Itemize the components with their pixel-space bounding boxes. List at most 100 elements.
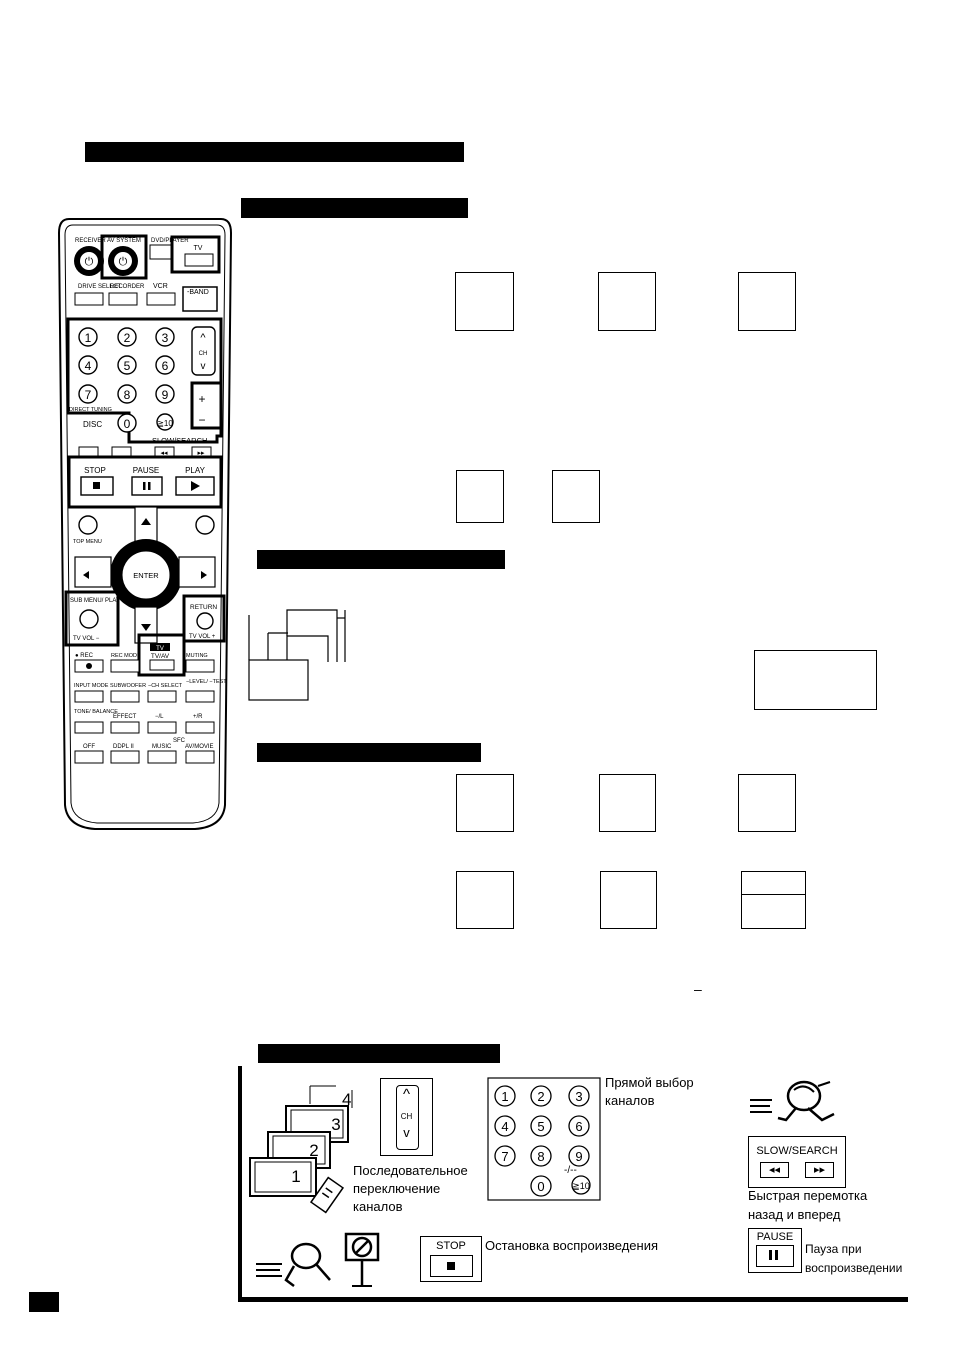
svg-text:0: 0 <box>537 1179 544 1194</box>
remote-digit-pad: 1 2 3 4 5 6 7 8 9 0 ≧10 <box>78 327 175 433</box>
empty-box <box>738 774 796 832</box>
svg-text:9: 9 <box>162 388 169 402</box>
svg-text:3: 3 <box>162 331 169 345</box>
stop-label-panel: STOP <box>436 1240 466 1252</box>
dolby-pl-label: DDPL II <box>113 744 134 750</box>
svg-text:5: 5 <box>537 1119 544 1134</box>
off-label: OFF <box>83 744 95 750</box>
svg-text:−: − <box>198 413 205 427</box>
svg-text:4: 4 <box>85 359 92 373</box>
empty-box <box>598 272 656 331</box>
svg-text:v: v <box>201 361 206 372</box>
minus-mark: – <box>694 981 702 997</box>
direct-tuning-label: DIRECT TUNING <box>69 407 112 413</box>
svg-text:≧10: ≧10 <box>157 419 173 428</box>
direct-caption: Прямой выбор каналов <box>605 1075 694 1108</box>
vcr-label: VCR <box>153 283 168 290</box>
ch-label: CH <box>199 351 208 357</box>
svg-text:^: ^ <box>200 332 206 344</box>
svg-text:9: 9 <box>575 1149 582 1164</box>
svg-text:5: 5 <box>124 359 131 373</box>
illustration-panel-bottom-border <box>238 1297 908 1302</box>
play-label: PLAY <box>185 466 206 475</box>
section-title-bar-1 <box>241 198 468 218</box>
svg-text:6: 6 <box>162 359 169 373</box>
rec-mode-label: REC MODE <box>111 653 141 659</box>
remote-control: RECEIVER ⏻ AV SYSTEM ⏻ DVD/PLAYER TV DRI… <box>57 218 233 830</box>
section-title-bar-main <box>85 142 464 162</box>
sfc-label: SFC <box>173 738 186 744</box>
fast-caption: Быстрая перемотка назад и вперед <box>748 1188 868 1222</box>
svg-text:8: 8 <box>124 388 131 402</box>
tone-balance-label: TONE/ BALANCE <box>74 709 118 715</box>
top-menu-label: TOP MENU <box>73 539 102 545</box>
stop-button-frame: STOP <box>420 1236 482 1282</box>
music-label: MUSIC <box>152 744 172 750</box>
svg-text:3: 3 <box>575 1089 582 1104</box>
empty-box <box>599 774 656 832</box>
forward-button: ▸▸ <box>805 1162 834 1178</box>
empty-box <box>456 871 514 929</box>
effect-label: EFFECT <box>113 714 137 720</box>
section-title-bar-4 <box>258 1044 500 1063</box>
slow-search-label: SLOW/SEARCH <box>152 436 207 445</box>
pause-label-panel: PAUSE <box>756 1231 794 1243</box>
subwoofer-label: SUBWOOFER <box>110 683 146 689</box>
tv-label-small: TV <box>156 646 164 652</box>
input-mode-label: INPUT MODE <box>74 683 109 689</box>
stop-label: STOP <box>84 466 106 475</box>
av-system-label: AV SYSTEM <box>107 238 141 244</box>
svg-text:⏻: ⏻ <box>119 255 128 268</box>
tv-number-1: 1 <box>291 1167 300 1186</box>
svg-text:≧10: ≧10 <box>572 1181 590 1191</box>
svg-text:7: 7 <box>85 388 92 402</box>
empty-box <box>600 871 657 929</box>
rewind-button: ◂◂ <box>760 1162 789 1178</box>
tv-number-4: 4 <box>342 1090 351 1109</box>
pause-button-frame: PAUSE <box>748 1228 802 1273</box>
tv-vol-minus-label: TV VOL − <box>73 636 100 642</box>
svg-text:6: 6 <box>575 1119 582 1134</box>
tv-vol-plus-label: TV VOL + <box>189 634 216 640</box>
page-number-bar <box>29 1292 59 1312</box>
tv-label: TV <box>194 245 203 252</box>
slow-search-frame: SLOW/SEARCH ◂◂ ▸▸ <box>748 1136 846 1188</box>
svg-text:+: + <box>198 392 205 406</box>
running-figure-illustration <box>750 1080 835 1122</box>
empty-box <box>456 774 514 832</box>
tv-number-2: 2 <box>309 1141 318 1160</box>
svg-text:▸▸: ▸▸ <box>197 450 205 457</box>
ch-rocker-frame: ^ CH v <box>380 1078 433 1156</box>
svg-text:⏻: ⏻ <box>85 255 94 268</box>
svg-text:8: 8 <box>537 1149 544 1164</box>
svg-text:2: 2 <box>124 331 131 345</box>
split-box <box>741 871 806 929</box>
section-title-bar-2 <box>257 550 505 569</box>
tv-av-label: TV/AV <box>151 653 170 660</box>
ch-select-label: −CH SELECT <box>148 683 183 689</box>
rec-label: ● REC <box>75 653 94 659</box>
minus-l-label: −/L <box>155 714 164 720</box>
illustration-panel-left-border <box>238 1066 242 1302</box>
pause-icon <box>769 1250 772 1260</box>
section-title-bar-3 <box>257 743 481 762</box>
stop-figure-illustration <box>256 1232 380 1287</box>
empty-box <box>455 272 514 331</box>
enter-label: ENTER <box>133 571 159 580</box>
svg-text:◂◂: ◂◂ <box>160 450 168 457</box>
plus-r-label: +/R <box>193 714 203 720</box>
svg-text:7: 7 <box>501 1149 508 1164</box>
band-label: -BAND <box>187 289 209 296</box>
empty-box <box>738 272 796 331</box>
sequential-caption: Последовательное переключение каналов <box>353 1163 468 1214</box>
svg-text:1: 1 <box>501 1089 508 1104</box>
sub-menu-label: SUB MENU/ PLAY LIST <box>70 598 134 604</box>
return-label: RETURN <box>190 604 217 611</box>
empty-box <box>552 470 600 523</box>
empty-box <box>456 470 504 523</box>
pause-label: PAUSE <box>133 466 160 475</box>
stacked-frames-diagram <box>248 609 346 701</box>
stop-caption: Остановка воспроизведения <box>485 1238 658 1253</box>
svg-text:-/--: -/-- <box>564 1165 577 1176</box>
drive-select-label: DRIVE SELECT <box>78 284 122 290</box>
